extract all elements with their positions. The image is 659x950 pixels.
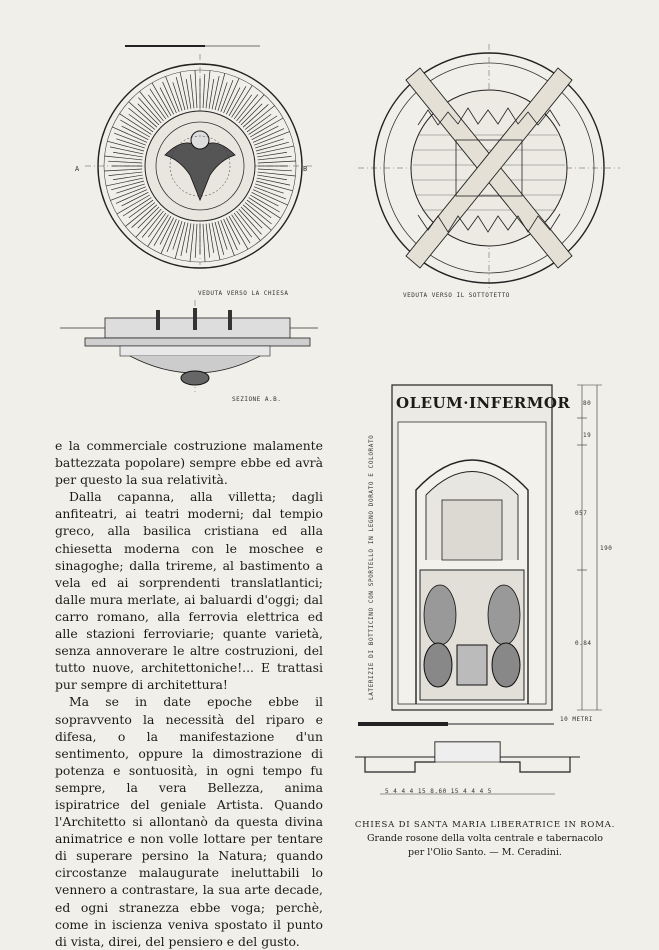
tabernacle-drawing [382, 380, 614, 720]
caption-title: CHIESA DI SANTA MARIA LIBERATRICE IN ROM… [354, 820, 616, 830]
attic-view-label: VEDUTA VERSO IL SOTTOTETTO [403, 292, 510, 299]
tabernacle-plan-drawing [355, 732, 580, 812]
article-body: e la commerciale costruzione malamente b… [55, 437, 323, 950]
church-view-label: VEDUTA VERSO LA CHIESA [198, 290, 289, 297]
tabernacle-inscription: OLEUM·INFERMOR [396, 394, 571, 412]
tabernacle-material-note: LATERIZIE DI BOTTICINO CON SPORTELLO IN … [368, 434, 375, 700]
scale-bar [356, 718, 556, 730]
page: A B VEDUTA VERSO LA CHIESA VEDUTA VERSO … [55, 40, 620, 949]
paragraph-3: Ma se in date epoche ebbe il sopravvento… [55, 694, 323, 949]
dim-d2: 19 [583, 432, 592, 439]
caption-line-2: Grande rosone della volta centrale e tab… [366, 833, 604, 844]
axis-a-label: A [75, 165, 80, 173]
section-label: SEZIONE A.B. [232, 396, 282, 403]
rosette-church-view-drawing [85, 40, 315, 270]
dim-d3: 057 [575, 510, 588, 517]
section-ab-drawing [60, 300, 320, 395]
scale-label: 10 METRI [560, 716, 593, 723]
figure-caption: CHIESA DI SANTA MARIA LIBERATRICE IN ROM… [350, 818, 620, 860]
caption-line-3: per l'Olio Santo. — M. Ceradini. [408, 847, 562, 858]
paragraph-1: e la commerciale costruzione malamente b… [55, 438, 323, 488]
paragraph-2: Dalla capanna, alla villetta; dagli anfi… [55, 489, 323, 693]
axis-b-label: B [303, 165, 308, 173]
dim-d1: 80 [583, 400, 592, 407]
dim-d4: 190 [600, 545, 613, 552]
dim-d5: 0.84 [575, 640, 592, 647]
rosette-attic-view-drawing [358, 40, 620, 290]
plan-dimensions: 5 4 4 4 15 8.60 15 4 4 4 5 [385, 788, 492, 795]
